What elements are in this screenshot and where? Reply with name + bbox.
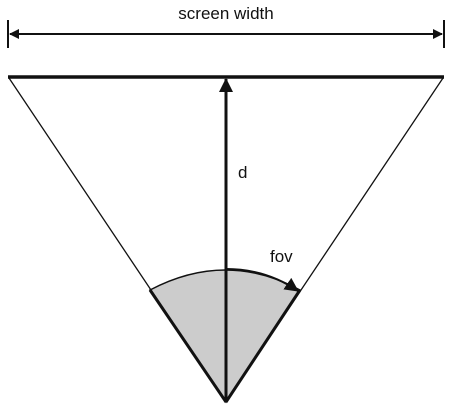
fov-label: fov (270, 247, 293, 266)
sector-right-edge (224, 289, 302, 403)
sector-left-edge (148, 289, 228, 403)
fov-arc (225, 268, 299, 292)
screen-width-label: screen width (178, 4, 273, 23)
distance-label: d (238, 163, 247, 182)
